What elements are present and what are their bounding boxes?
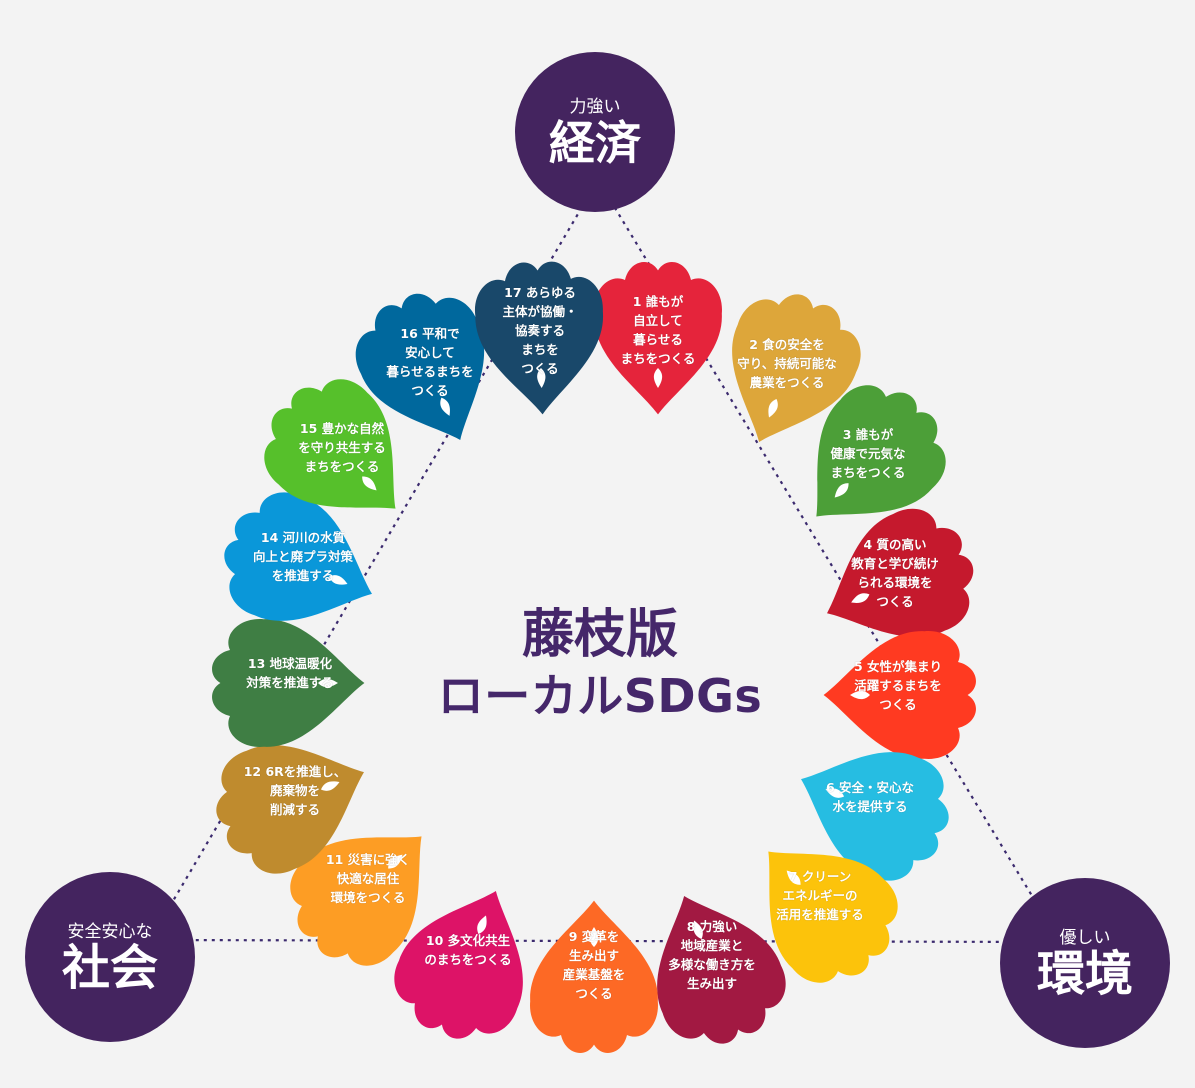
economy-subtitle: 力強い	[569, 97, 621, 117]
goal-2-petal	[732, 294, 861, 442]
center-title: 藤枝版	[521, 605, 678, 665]
goal-16-drop-icon	[440, 397, 450, 416]
goal-4-petal	[827, 508, 974, 638]
center-subtitle: ローカルSDGs	[437, 669, 763, 723]
goal-1-drop-icon	[653, 368, 663, 388]
goal-13-petal-shape	[212, 619, 365, 747]
goal-12-petal-shape	[216, 745, 364, 874]
goal-17-petal-shape	[475, 261, 603, 415]
goal-4-petal-shape	[827, 508, 974, 638]
goal-17-petal	[475, 261, 603, 415]
goal-11-petal	[290, 836, 422, 966]
society-title: 社会	[61, 940, 158, 996]
goal-6-petal-shape	[801, 752, 949, 881]
goal-12-petal	[216, 745, 364, 874]
environment-node: 優しい 環境	[1000, 878, 1170, 1048]
economy-title: 経済	[549, 116, 641, 170]
goal-2-petal-shape	[732, 294, 861, 442]
goal-16-petal-shape	[355, 293, 485, 440]
petal-group	[212, 261, 976, 1053]
goal-14-drop-icon	[328, 575, 348, 585]
goal-15-drop-icon	[362, 476, 377, 491]
economy-node: 力強い 経済	[515, 52, 675, 212]
goal-2-drop-icon	[768, 398, 778, 418]
goal-9-drop-icon	[589, 927, 599, 947]
goal-10-petal	[394, 891, 523, 1039]
goal-15-petal	[264, 379, 396, 509]
goal-15-petal-shape	[264, 379, 396, 509]
environment-subtitle: 優しい	[1059, 928, 1111, 948]
goal-3-drop-icon	[834, 483, 849, 498]
goal-17-drop-icon	[537, 367, 546, 388]
goal-9-petal	[530, 900, 658, 1053]
goal-11-petal-shape	[290, 836, 422, 966]
goal-5-petal-shape	[823, 631, 976, 759]
goal-3-petal-shape	[816, 385, 946, 517]
goal-7-petal-shape	[768, 851, 898, 983]
goal-1-petal	[594, 262, 722, 415]
goal-6-drop-icon	[825, 788, 845, 798]
goal-10-drop-icon	[477, 915, 487, 935]
society-subtitle: 安全安心な	[67, 922, 153, 942]
goal-10-petal-shape	[394, 891, 523, 1039]
goal-9-petal-shape	[530, 900, 658, 1053]
goal-8-petal	[657, 896, 786, 1044]
goal-3-petal	[816, 385, 946, 517]
goal-14-petal-shape	[224, 492, 372, 621]
goal-11-drop-icon	[388, 854, 403, 869]
society-node: 安全安心な 社会	[25, 872, 195, 1042]
goal-8-petal-shape	[657, 896, 786, 1044]
goal-4-drop-icon	[851, 593, 870, 603]
environment-title: 環境	[1036, 946, 1133, 1002]
goal-13-petal	[212, 619, 365, 747]
goal-7-petal	[768, 851, 898, 983]
goal-5-drop-icon	[850, 690, 870, 700]
goal-13-drop-icon	[318, 678, 338, 688]
goal-12-drop-icon	[320, 781, 340, 791]
goal-16-petal	[355, 293, 485, 440]
goal-6-petal	[801, 752, 949, 881]
goal-8-drop-icon	[693, 920, 703, 940]
goal-1-petal-shape	[594, 262, 722, 415]
goal-14-petal	[224, 492, 372, 621]
goal-5-petal	[823, 631, 976, 759]
goal-7-drop-icon	[786, 870, 801, 885]
